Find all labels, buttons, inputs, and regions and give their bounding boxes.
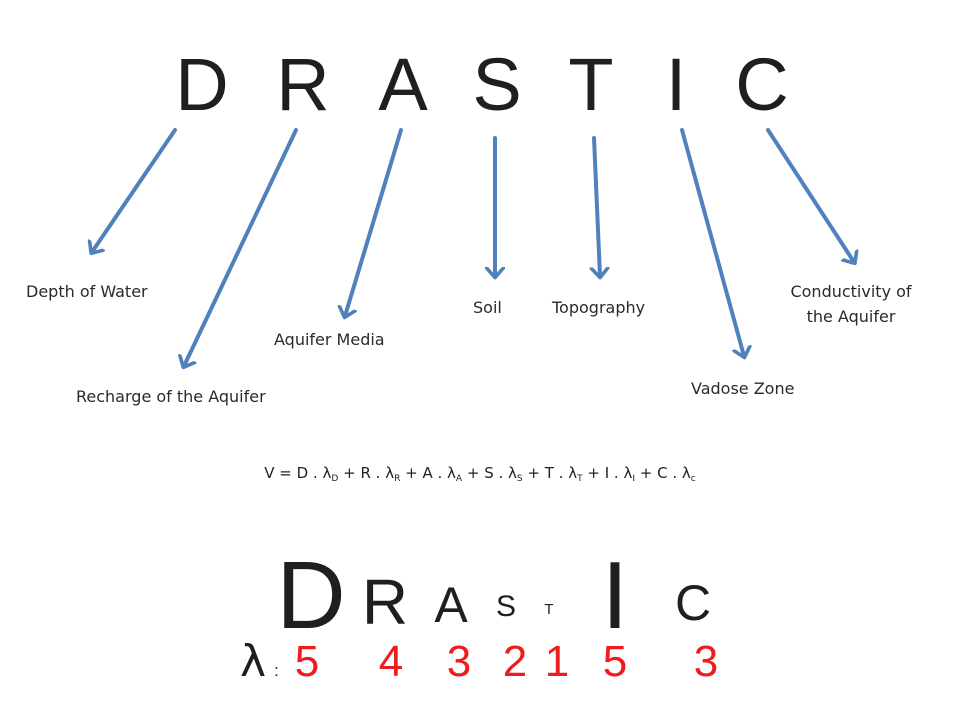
weight-value-r: 4 bbox=[378, 637, 404, 686]
weighted-letter-t: T bbox=[544, 601, 554, 618]
formula-dot-lambda: . λ bbox=[370, 464, 395, 482]
acronym-letter-c: C bbox=[735, 43, 789, 126]
formula-dot-lambda: . λ bbox=[432, 464, 456, 482]
formula-term-s: S . λS bbox=[484, 464, 523, 484]
acronym-letter-a: A bbox=[378, 43, 428, 126]
weight-value-t: 1 bbox=[544, 637, 570, 686]
weighted-letter-r: R bbox=[361, 566, 409, 638]
weighted-letter-d: D bbox=[276, 542, 346, 649]
weight-value-s: 2 bbox=[502, 637, 528, 686]
formula-dot-lambda: . λ bbox=[667, 464, 691, 482]
formula-term-subscript: T bbox=[577, 474, 583, 484]
formula-term-letter: I bbox=[604, 464, 610, 482]
formula-term-c: C . λc bbox=[657, 464, 696, 484]
lambda-colon: : bbox=[274, 661, 279, 680]
weight-value-a: 3 bbox=[446, 637, 472, 686]
formula-term-t: T . λT bbox=[544, 464, 583, 484]
arrow-recharge bbox=[184, 128, 298, 366]
formula-term-d: D . λD bbox=[296, 464, 339, 484]
formula-v-eq: V = bbox=[264, 464, 297, 482]
weighted-letter-c: C bbox=[674, 575, 712, 631]
label-soil: Soil bbox=[473, 298, 502, 317]
acronym-letter-r: R bbox=[276, 43, 330, 126]
formula-dot-lambda: . λ bbox=[609, 464, 633, 482]
formula-plus: + bbox=[338, 464, 361, 482]
label-recharge: Recharge of the Aquifer bbox=[76, 387, 266, 406]
formula-plus: + bbox=[522, 464, 545, 482]
label-topography: Topography bbox=[552, 298, 646, 317]
formula-term-letter: R bbox=[360, 464, 371, 482]
arrow-conductivity bbox=[766, 128, 854, 262]
label-conductivity: Conductivity of the Aquifer bbox=[790, 280, 911, 330]
weight-value-i: 5 bbox=[602, 637, 628, 686]
formula-term-letter: C bbox=[657, 464, 668, 482]
formula-term-subscript: A bbox=[455, 474, 463, 484]
label-conductivity-line2: the Aquifer bbox=[806, 306, 896, 326]
formula-plus: + bbox=[582, 464, 605, 482]
weight-value-d: 5 bbox=[294, 637, 320, 686]
formula-term-i: I . λI bbox=[604, 464, 635, 484]
weighted-letter-i: I bbox=[601, 542, 629, 649]
formula-dot-lambda: . λ bbox=[553, 464, 578, 482]
formula-plus: + bbox=[400, 464, 423, 482]
arrow-aquifer-media bbox=[345, 128, 403, 316]
arrow-topography bbox=[594, 136, 600, 276]
formula-dot-lambda: . λ bbox=[493, 464, 517, 482]
acronym-letter-t: T bbox=[568, 43, 614, 126]
weighted-letter-a: A bbox=[434, 577, 468, 633]
formula-term-subscript: I bbox=[632, 474, 635, 484]
label-depth-of-water: Depth of Water bbox=[26, 282, 148, 301]
formula-plus: + bbox=[462, 464, 485, 482]
label-conductivity-line1: Conductivity of bbox=[790, 282, 912, 301]
formula-term-letter: S bbox=[484, 464, 494, 482]
formula-dot-lambda: . λ bbox=[308, 464, 332, 482]
formula-plus: + bbox=[634, 464, 658, 482]
formula-term-letter: A bbox=[422, 464, 433, 482]
acronym-letter-s: S bbox=[472, 43, 522, 126]
acronym-letter-d: D bbox=[175, 43, 229, 126]
arrow-vadose bbox=[680, 128, 744, 356]
formula-term-letter: T bbox=[544, 464, 554, 482]
formula-term-a: A . λA bbox=[422, 464, 463, 484]
formula-term-subscript: S bbox=[516, 474, 523, 484]
formula-term-subscript: c bbox=[690, 474, 696, 484]
formula-term-subscript: D bbox=[331, 474, 339, 484]
formula-term-subscript: R bbox=[394, 474, 401, 484]
label-aquifer-media: Aquifer Media bbox=[274, 330, 385, 349]
weighted-letter-s: S bbox=[495, 590, 517, 623]
arrow-depth bbox=[92, 128, 177, 252]
formula-term-r: R . λR bbox=[360, 464, 401, 484]
vulnerability-formula: V = D . λD + R . λR + A . λA + S . λS + … bbox=[0, 464, 960, 484]
weight-value-c: 3 bbox=[693, 637, 719, 686]
formula-term-letter: D bbox=[296, 464, 309, 482]
lambda-symbol: λ bbox=[240, 636, 267, 687]
acronym-letter-i: I bbox=[665, 43, 687, 126]
label-vadose-zone: Vadose Zone bbox=[691, 379, 795, 398]
